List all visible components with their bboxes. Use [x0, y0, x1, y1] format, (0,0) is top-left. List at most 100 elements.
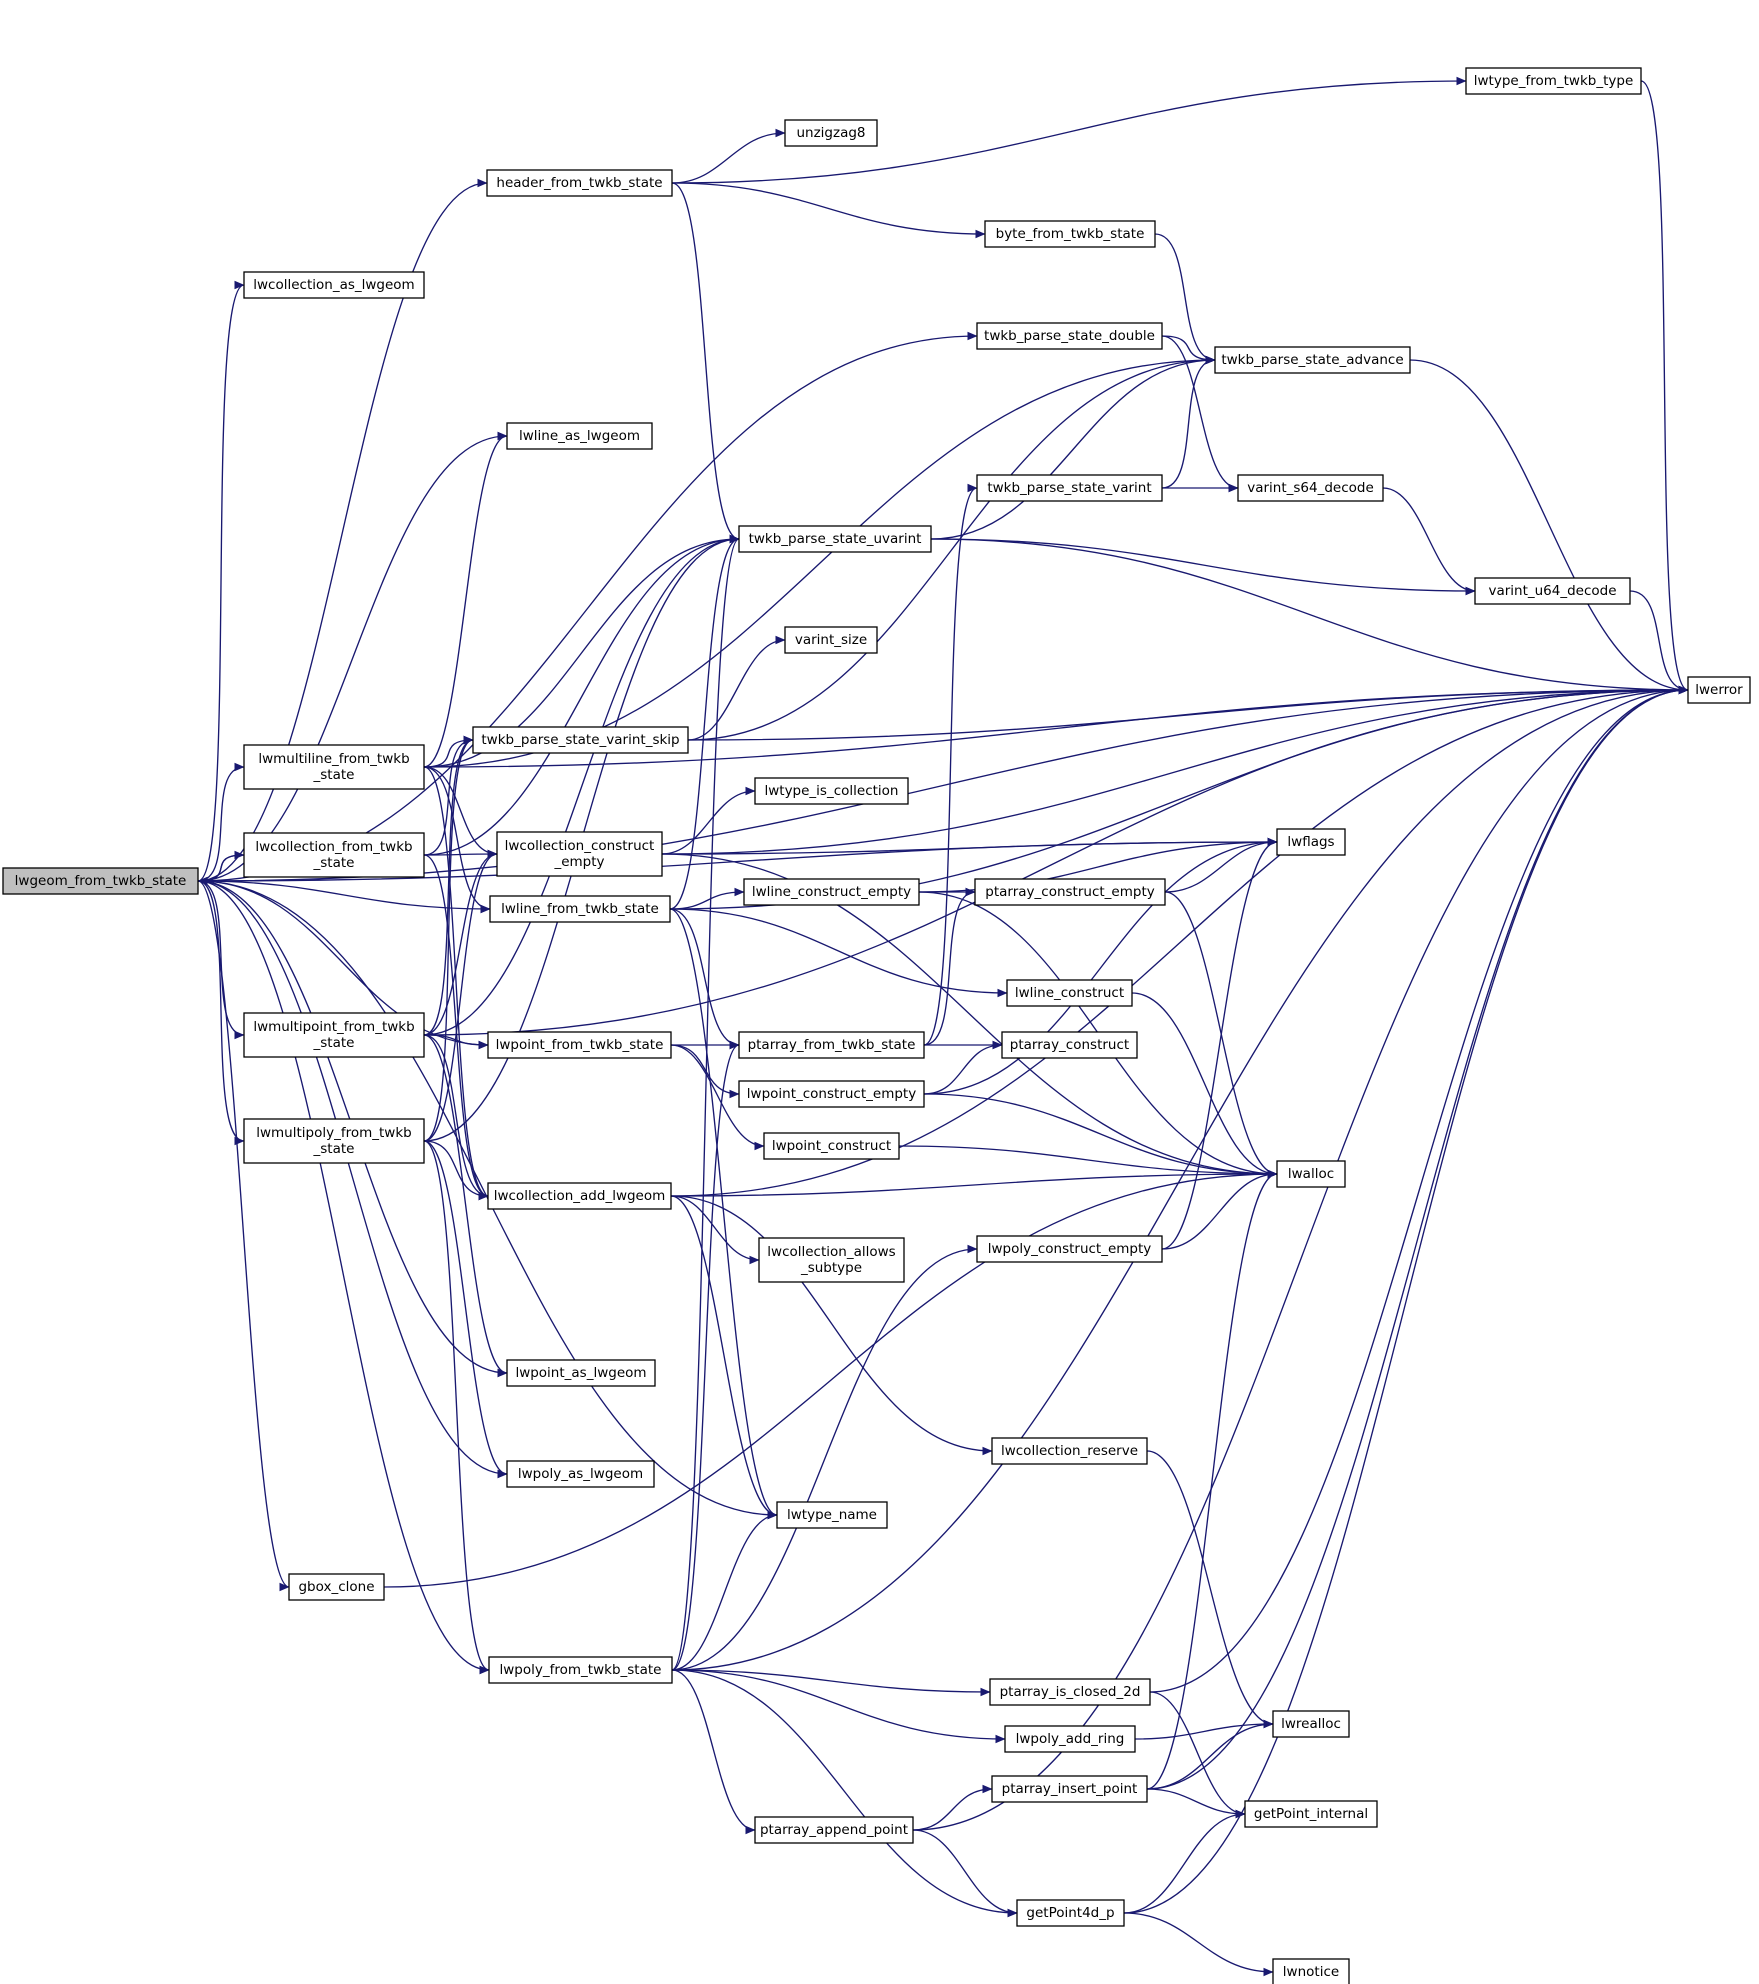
- node-lwrealloc[interactable]: lwrealloc: [1272, 1710, 1350, 1738]
- node-box: [976, 474, 1163, 502]
- edge-lwcollection-add-lwgeom-to-lwcollection-allows-subtype: [670, 1195, 760, 1265]
- node-lwmultipoly-from-twkb-state[interactable]: lwmultipoly_from_twkb_state: [243, 1118, 425, 1164]
- node-label: lwmultipoint_from_twkb: [253, 1019, 414, 1035]
- node-unzigzag8[interactable]: unzigzag8: [784, 119, 878, 147]
- edge-root-to-lwerror: [197, 685, 1689, 882]
- node-box: [763, 1132, 900, 1160]
- node-ptarray-construct-empty[interactable]: ptarray_construct_empty: [974, 878, 1166, 906]
- node-label: ptarray_append_point: [760, 1822, 908, 1838]
- node-label: ptarray_construct: [1010, 1037, 1129, 1053]
- node-lwtype-is-collection[interactable]: lwtype_is_collection: [754, 777, 909, 805]
- node-lwpoint-as-lwgeom[interactable]: lwpoint_as_lwgeom: [506, 1359, 656, 1387]
- node-box: [989, 1678, 1151, 1706]
- edge-header-from-twkb-state-to-unzigzag8: [671, 128, 786, 184]
- edge-lwpoint-construct-empty-to-lwflags: [923, 837, 1278, 1095]
- node-box: [496, 831, 663, 877]
- node-lwpoly-from-twkb-state[interactable]: lwpoly_from_twkb_state: [488, 1656, 673, 1684]
- node-getpoint4d-p[interactable]: getPoint4d_p: [1016, 1899, 1125, 1927]
- edge-lwline-from-twkb-state-to-lwline-construct-empty: [669, 887, 745, 910]
- node-twkb-parse-state-varint-skip[interactable]: twkb_parse_state_varint_skip: [472, 726, 689, 754]
- node-label: varint_size: [795, 632, 867, 648]
- edge-lwmultipoint-from-twkb-state-to-lwpoint-as-lwgeom: [423, 1034, 508, 1378]
- edge-root-to-lwline-as-lwgeom: [197, 431, 508, 882]
- node-label: lwcollection_add_lwgeom: [494, 1188, 666, 1204]
- node-lwcollection-from-twkb-state[interactable]: lwcollection_from_twkb_state: [243, 832, 425, 878]
- node-label: byte_from_twkb_state: [996, 226, 1145, 242]
- node-lwcollection-allows-subtype[interactable]: lwcollection_allows_subtype: [758, 1237, 905, 1283]
- edge-twkb-parse-state-varint-skip-to-twkb-parse-state-advance: [687, 355, 1216, 741]
- node-lwpoly-add-ring[interactable]: lwpoly_add_ring: [1004, 1725, 1136, 1753]
- node-lwline-as-lwgeom[interactable]: lwline_as_lwgeom: [506, 422, 653, 450]
- edge-ptarray-from-twkb-state-to-ptarray-construct-empty: [923, 887, 976, 1046]
- node-lwpoint-construct-empty[interactable]: lwpoint_construct_empty: [738, 1080, 925, 1108]
- node-ptarray-from-twkb-state[interactable]: ptarray_from_twkb_state: [738, 1031, 925, 1059]
- edge-ptarray-insert-point-to-lwerror: [1146, 685, 1689, 1790]
- node-lwline-construct-empty[interactable]: lwline_construct_empty: [743, 878, 920, 906]
- edge-lwcollection-construct-empty-to-lwtype-is-collection: [661, 786, 756, 855]
- node-lwline-from-twkb-state[interactable]: lwline_from_twkb_state: [489, 895, 671, 923]
- node-box: [754, 1816, 914, 1844]
- node-label: lwcollection_reserve: [1001, 1443, 1138, 1459]
- node-byte-from-twkb-state[interactable]: byte_from_twkb_state: [984, 220, 1156, 248]
- node-getpoint-internal[interactable]: getPoint_internal: [1244, 1800, 1378, 1828]
- node-twkb-parse-state-double[interactable]: twkb_parse_state_double: [976, 322, 1163, 350]
- edge-lwcollection-add-lwgeom-to-lwalloc: [670, 1169, 1278, 1197]
- node-varint-s64-decode[interactable]: varint_s64_decode: [1237, 474, 1384, 502]
- node-box: [243, 832, 425, 878]
- node-lwpoint-construct[interactable]: lwpoint_construct: [763, 1132, 900, 1160]
- edge-lwmultipoly-from-twkb-state-to-lwcollection-construct-empty: [423, 849, 498, 1142]
- node-box: [243, 1012, 425, 1058]
- node-lwtype-from-twkb-type[interactable]: lwtype_from_twkb_type: [1465, 67, 1642, 95]
- node-lwline-construct[interactable]: lwline_construct: [1006, 979, 1133, 1007]
- node-label: lwline_as_lwgeom: [519, 428, 640, 444]
- node-root[interactable]: lwgeom_from_twkb_state: [2, 867, 199, 895]
- node-lwtype-name[interactable]: lwtype_name: [776, 1501, 888, 1529]
- node-lwnotice[interactable]: lwnotice: [1272, 1958, 1350, 1984]
- node-lwcollection-as-lwgeom[interactable]: lwcollection_as_lwgeom: [243, 271, 425, 299]
- node-label: varint_s64_decode: [1247, 480, 1374, 496]
- node-lwmultiline-from-twkb-state[interactable]: lwmultiline_from_twkb_state: [243, 744, 425, 790]
- node-box: [2, 867, 199, 895]
- node-lwcollection-add-lwgeom[interactable]: lwcollection_add_lwgeom: [487, 1182, 672, 1210]
- edge-lwmultipoint-from-twkb-state-to-lwcollection-add-lwgeom: [423, 1034, 489, 1201]
- node-box: [243, 271, 425, 299]
- node-varint-size[interactable]: varint_size: [784, 626, 878, 654]
- node-box: [1687, 676, 1751, 704]
- node-box: [1016, 1899, 1125, 1927]
- edge-lwpoly-from-twkb-state-to-ptarray-from-twkb-state: [671, 1040, 740, 1671]
- edge-root-to-lwpoint-from-twkb-state: [197, 880, 489, 1050]
- node-box: [743, 878, 920, 906]
- node-lwerror[interactable]: lwerror: [1687, 676, 1751, 704]
- node-gbox-clone[interactable]: gbox_clone: [288, 1573, 385, 1601]
- node-lwpoly-as-lwgeom[interactable]: lwpoly_as_lwgeom: [506, 1460, 655, 1488]
- node-lwflags[interactable]: lwflags: [1276, 828, 1346, 856]
- node-twkb-parse-state-uvarint[interactable]: twkb_parse_state_uvarint: [738, 525, 932, 553]
- node-ptarray-is-closed-2d[interactable]: ptarray_is_closed_2d: [989, 1678, 1151, 1706]
- node-box: [974, 878, 1166, 906]
- node-lwcollection-construct-empty[interactable]: lwcollection_construct_empty: [496, 831, 663, 877]
- node-label: lwtype_name: [787, 1507, 877, 1523]
- node-twkb-parse-state-advance[interactable]: twkb_parse_state_advance: [1214, 346, 1411, 374]
- node-ptarray-construct[interactable]: ptarray_construct: [1001, 1031, 1138, 1059]
- node-lwalloc[interactable]: lwalloc: [1276, 1160, 1346, 1188]
- edge-lwmultiline-from-twkb-state-to-lwcollection-add-lwgeom: [423, 766, 489, 1201]
- node-ptarray-append-point[interactable]: ptarray_append_point: [754, 1816, 914, 1844]
- edge-lwpoly-from-twkb-state-to-lwerror: [671, 685, 1689, 1671]
- edge-lwline-from-twkb-state-to-lwtype-name: [669, 908, 778, 1520]
- node-label: ptarray_construct_empty: [985, 884, 1154, 900]
- node-header-from-twkb-state[interactable]: header_from_twkb_state: [486, 169, 673, 197]
- node-twkb-parse-state-varint[interactable]: twkb_parse_state_varint: [976, 474, 1163, 502]
- edge-lwpoly-construct-empty-to-lwalloc: [1161, 1169, 1278, 1250]
- node-label: lwcollection_from_twkb: [255, 839, 412, 855]
- node-label: ptarray_is_closed_2d: [1000, 1684, 1141, 1700]
- node-varint-u64-decode[interactable]: varint_u64_decode: [1474, 577, 1631, 605]
- node-lwcollection-reserve[interactable]: lwcollection_reserve: [991, 1437, 1148, 1465]
- node-label: _subtype: [800, 1260, 862, 1276]
- edge-twkb-parse-state-uvarint-to-lwerror: [930, 538, 1689, 695]
- node-ptarray-insert-point[interactable]: ptarray_insert_point: [991, 1775, 1148, 1803]
- node-lwpoint-from-twkb-state[interactable]: lwpoint_from_twkb_state: [487, 1031, 672, 1059]
- edge-header-from-twkb-state-to-byte-from-twkb-state: [671, 182, 986, 239]
- node-lwmultipoint-from-twkb-state[interactable]: lwmultipoint_from_twkb_state: [243, 1012, 425, 1058]
- node-lwpoly-construct-empty[interactable]: lwpoly_construct_empty: [976, 1235, 1163, 1263]
- node-label: twkb_parse_state_double: [984, 328, 1155, 344]
